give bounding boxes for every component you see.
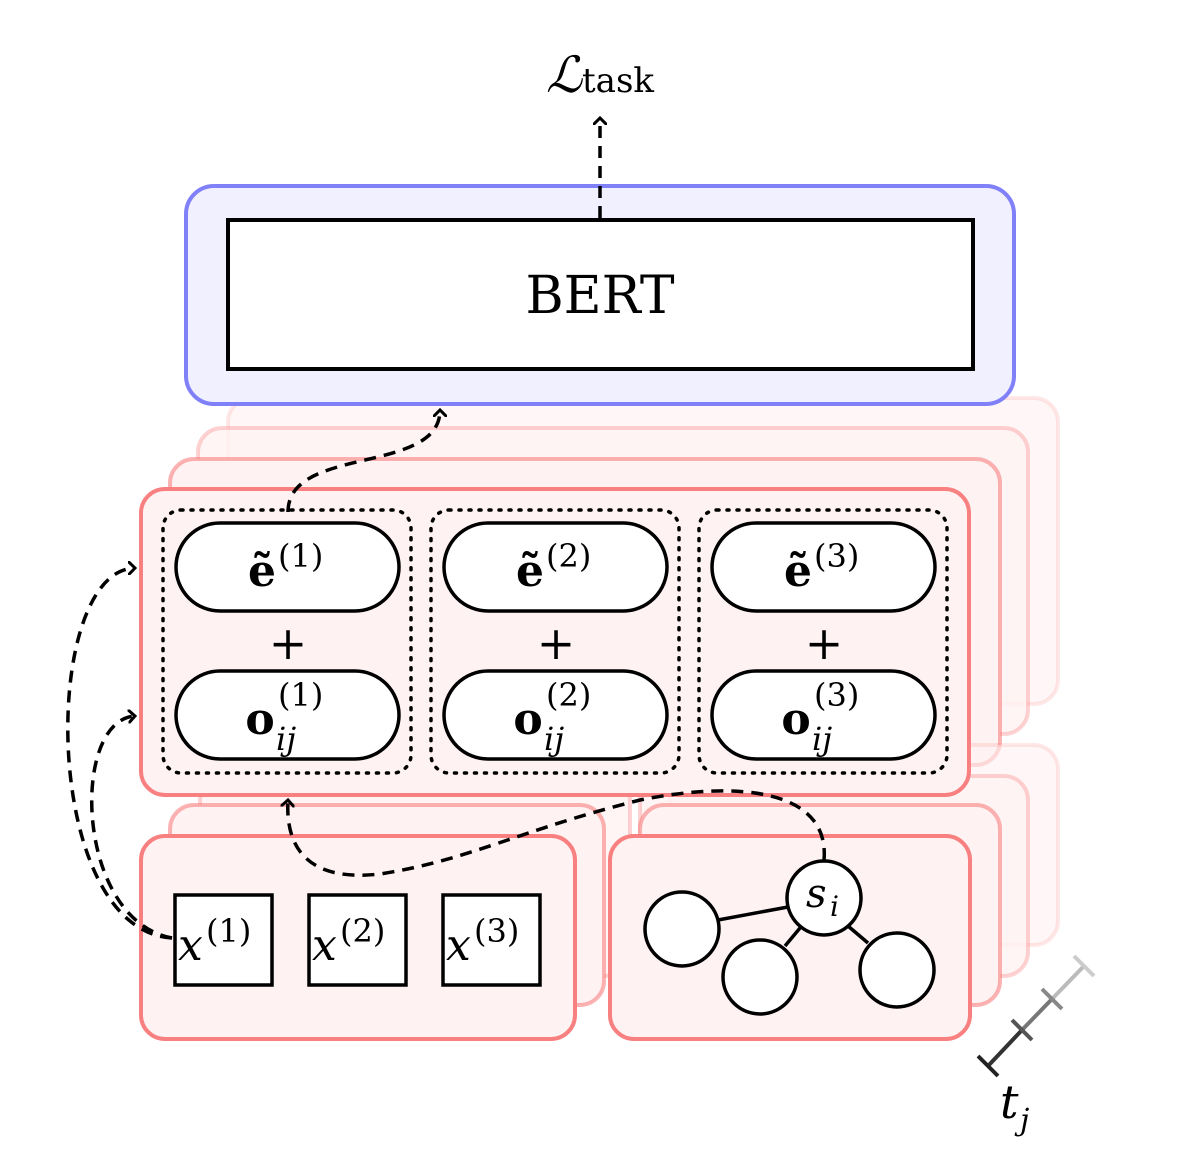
input-to-embedding-arrow-1 — [66, 568, 173, 940]
bert-label: BERT — [525, 266, 674, 326]
input-token-2: x (2) — [307, 893, 408, 987]
graph-node-left — [643, 890, 721, 968]
graph-node-right — [858, 931, 936, 1009]
input-token-text-1: x — [178, 920, 203, 971]
o-token-sup-3: (3) — [814, 676, 859, 714]
plus-1: + — [269, 616, 308, 670]
o-token-text-3: o — [781, 694, 810, 745]
o-token-box-3 — [710, 669, 937, 761]
input-token-text-2: x — [312, 920, 337, 971]
o-token-text-1: o — [245, 694, 274, 745]
graph-node-bottom — [721, 938, 799, 1016]
embedding-block-2: ẽ (2) + o (2) ij — [429, 508, 681, 775]
dotted-group-3 — [697, 508, 949, 775]
time-axis-label: t — [1000, 1075, 1019, 1129]
o-token-sup-2: (2) — [546, 676, 591, 714]
o-token-sub-3: ij — [812, 720, 832, 758]
plus-3: + — [805, 616, 844, 670]
e-token-sup-2: (2) — [546, 537, 591, 575]
svg-text:ℒtask: ℒtask — [546, 46, 654, 104]
graph-center-sub: i — [830, 890, 839, 923]
input-token-text-3: x — [446, 920, 471, 971]
input-token-sup-1: (1) — [206, 912, 251, 950]
input-token-sup-2: (2) — [340, 912, 385, 950]
e-token-text-1: ẽ — [248, 546, 276, 597]
e-token-text-2: ẽ — [516, 546, 544, 597]
graph: s i — [643, 859, 936, 1016]
bert-box — [226, 218, 975, 371]
input-token-3: x (3) — [441, 893, 542, 987]
graph-center-label: s — [806, 871, 827, 917]
graph-node-center — [785, 859, 863, 937]
o-token-sub-2: ij — [544, 720, 564, 758]
loss-label: ℒtask — [546, 46, 654, 104]
o-token-text-2: o — [513, 694, 542, 745]
input-token-1: x (1) — [173, 893, 274, 987]
time-axis: t j — [976, 954, 1096, 1138]
loss-symbol: ℒ — [546, 46, 583, 104]
dotted-group-2 — [429, 508, 681, 775]
o-token-box-1 — [174, 669, 401, 761]
e-token-sup-1: (1) — [278, 537, 323, 575]
graph-to-embedding-arrow — [288, 789, 826, 877]
o-token-sup-1: (1) — [278, 676, 323, 714]
embedding-block-3: ẽ (3) + o (3) ij — [697, 508, 949, 775]
o-token-sub-1: ij — [276, 720, 296, 758]
e-token-sup-3: (3) — [814, 537, 859, 575]
loss-subscript: task — [582, 61, 654, 101]
e-token-box-1 — [174, 521, 401, 613]
embedding-to-bert-arrow — [286, 410, 440, 513]
encoder-block: BERT — [184, 184, 1016, 406]
svg-text:ẽ: ẽ — [248, 546, 276, 597]
e-token-box-2 — [442, 521, 669, 613]
e-token-box-3 — [710, 521, 937, 613]
embedding-block-1: ẽ (1) + o (1) ij — [161, 508, 413, 775]
plus-2: + — [537, 616, 576, 670]
e-token-text-3: ẽ — [784, 546, 812, 597]
o-token-box-2 — [442, 669, 669, 761]
input-token-sup-3: (3) — [474, 912, 519, 950]
dotted-group-1 — [161, 508, 413, 775]
input-to-embedding-arrow-2 — [90, 716, 173, 940]
